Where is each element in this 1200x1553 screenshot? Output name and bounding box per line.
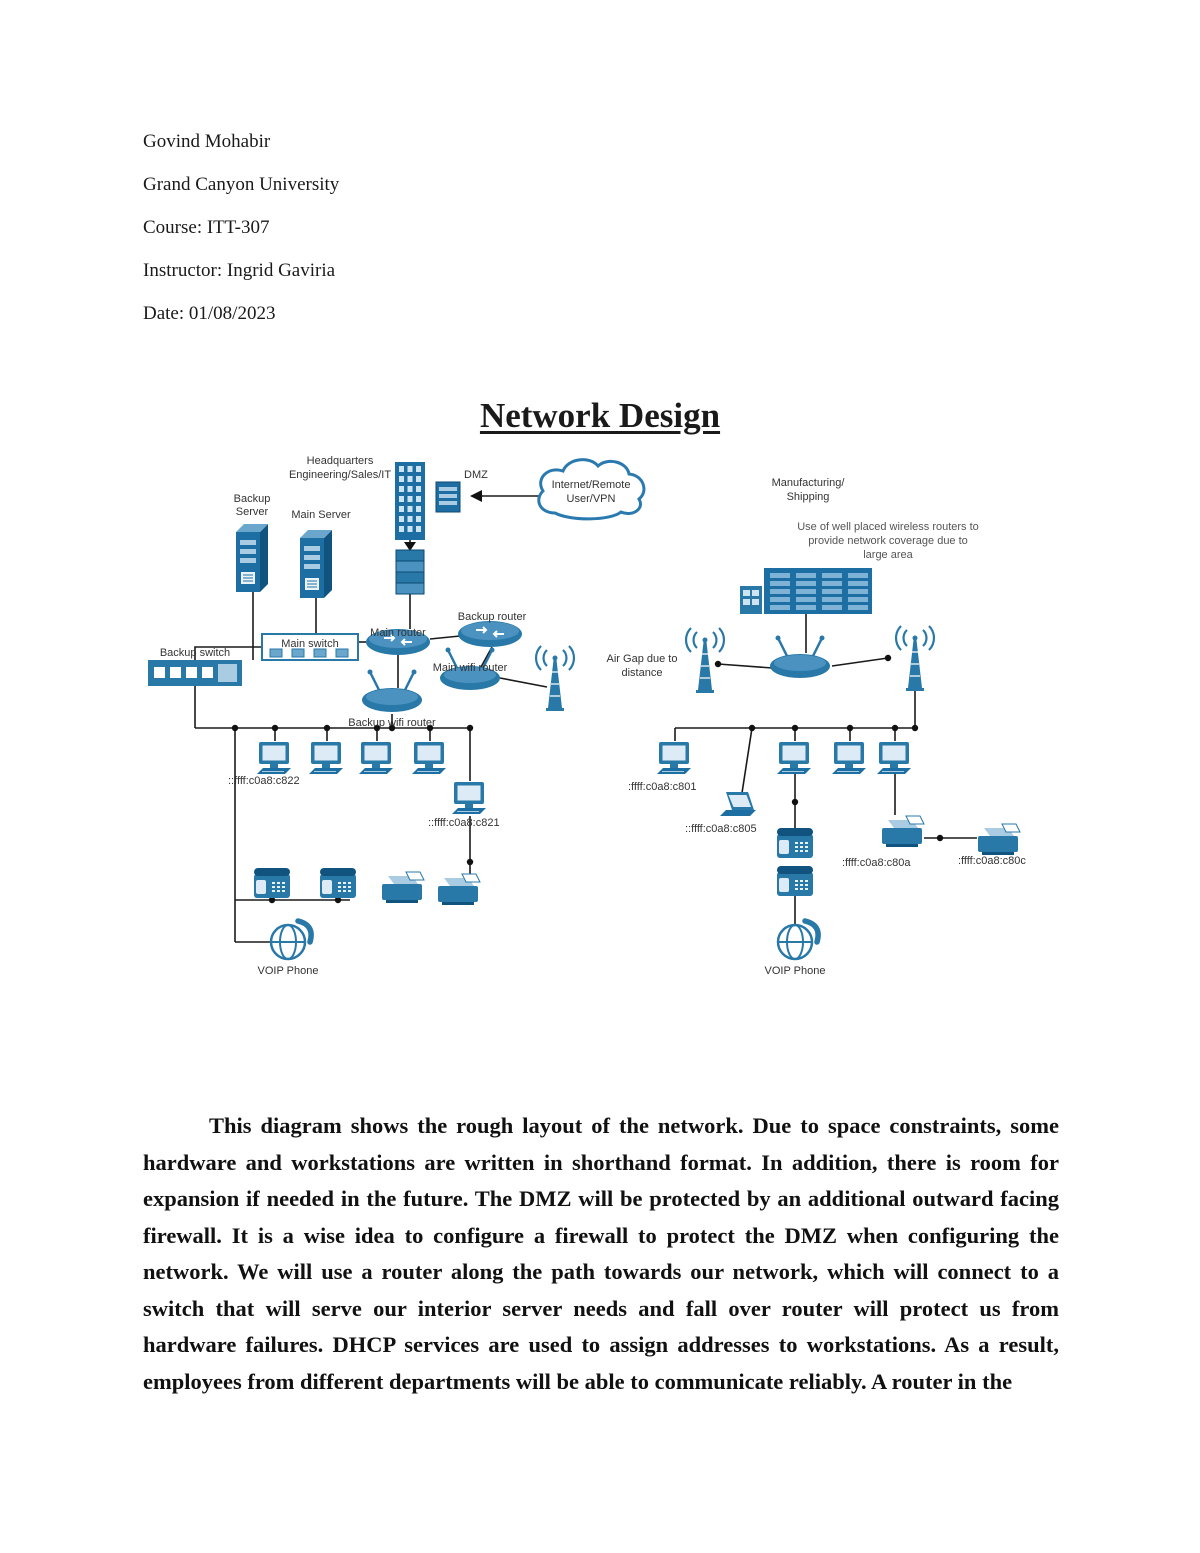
laptop-icon [720,792,756,816]
label-wireless-note-line2: provide network coverage due to [808,535,968,547]
label-ip-c801: :ffff:c0a8:c801 [628,781,697,793]
radio-antenna-icon [894,624,936,693]
label-backup-server-line1: Backup [234,493,271,505]
label-main-server: Main Server [291,509,351,521]
network-diagram: Headquarters Engineering/Sales/IT DMZ In… [140,450,1060,1028]
workstation-icon [876,741,912,775]
printer-icon [437,873,481,906]
main-server-icon [299,529,333,599]
desk-phone-icon [254,868,290,898]
desk-phone-icon [777,828,813,858]
label-ip-c822: ::ffff:c0a8:c822 [228,775,300,787]
label-headquarters-line2: Engineering/Sales/IT [289,469,391,481]
instructor-line: Instructor: Ingrid Gaviria [143,260,336,281]
workstation-icon [831,741,867,775]
label-manufacturing-line2: Shipping [787,491,830,503]
workstation-icon [256,741,292,775]
server-rack-icon [740,568,872,614]
workstation-icon [411,741,447,775]
label-manufacturing-line1: Manufacturing/ [772,477,846,489]
printer-icon [381,871,425,904]
label-backup-switch: Backup switch [160,647,230,659]
connection-lines [194,490,977,943]
desk-phone-icon [320,868,356,898]
dmz-server-icon [435,481,461,513]
label-dmz: DMZ [464,469,488,481]
label-wireless-note-line1: Use of well placed wireless routers to [797,521,979,533]
label-main-router: Main router [370,627,426,639]
wireless-router-icon [768,634,832,680]
label-wireless-note-line3: large area [863,549,913,561]
workstation-icon [358,741,394,775]
workstation-icon [451,781,487,815]
label-backup-wifi-router: Backup wifi router [348,717,436,729]
label-cloud-line1: Internet/Remote [552,479,631,491]
workstation-icon [776,741,812,775]
printer-icon [977,823,1021,856]
label-backup-router: Backup router [458,611,527,623]
backup-router-icon [457,620,523,648]
backup-wifi-router-icon [360,668,424,714]
author-name: Govind Mohabir [143,131,271,152]
label-air-gap-line2: distance [622,667,663,679]
label-cloud-line2: User/VPN [567,493,616,505]
label-backup-server-line2: Server [236,506,269,518]
label-ip-c80a: :ffff:c0a8:c80a [842,857,911,869]
junction-dots [231,654,944,904]
workstation-icon [656,741,692,775]
body-paragraph: This diagram shows the rough layout of t… [143,1113,1059,1394]
wifi-antenna-icon [534,644,576,713]
desk-phone-icon [777,866,813,896]
hq-building-icon [395,462,425,540]
label-voip-left: VOIP Phone [258,965,319,977]
date-line: Date: 01/08/2023 [143,303,276,324]
label-ip-c821: ::ffff:c0a8:c821 [428,817,500,829]
printer-icon [881,815,925,848]
radio-antenna-icon [684,626,726,695]
document-header: Govind Mohabir Grand Canyon University C… [143,131,339,346]
label-ip-c80c: :ffff:c0a8:c80c [958,855,1026,867]
backup-switch-icon [148,660,242,686]
voip-phone-icon [271,921,311,959]
workstation-icon [308,741,344,775]
label-ip-c805: ::ffff:c0a8:c805 [685,823,757,835]
label-main-switch: Main switch [281,638,338,650]
label-voip-right: VOIP Phone [765,965,826,977]
label-headquarters-line1: Headquarters [307,455,374,467]
backup-server-icon [235,523,269,593]
course-line: Course: ITT-307 [143,217,270,238]
switch-stack-icon [395,549,425,595]
university-name: Grand Canyon University [143,174,340,195]
document-title: Network Design [479,396,721,435]
label-main-wifi-router: Main wifi router [433,662,508,674]
voip-phone-icon [778,921,818,959]
label-air-gap-line1: Air Gap due to [607,653,678,665]
